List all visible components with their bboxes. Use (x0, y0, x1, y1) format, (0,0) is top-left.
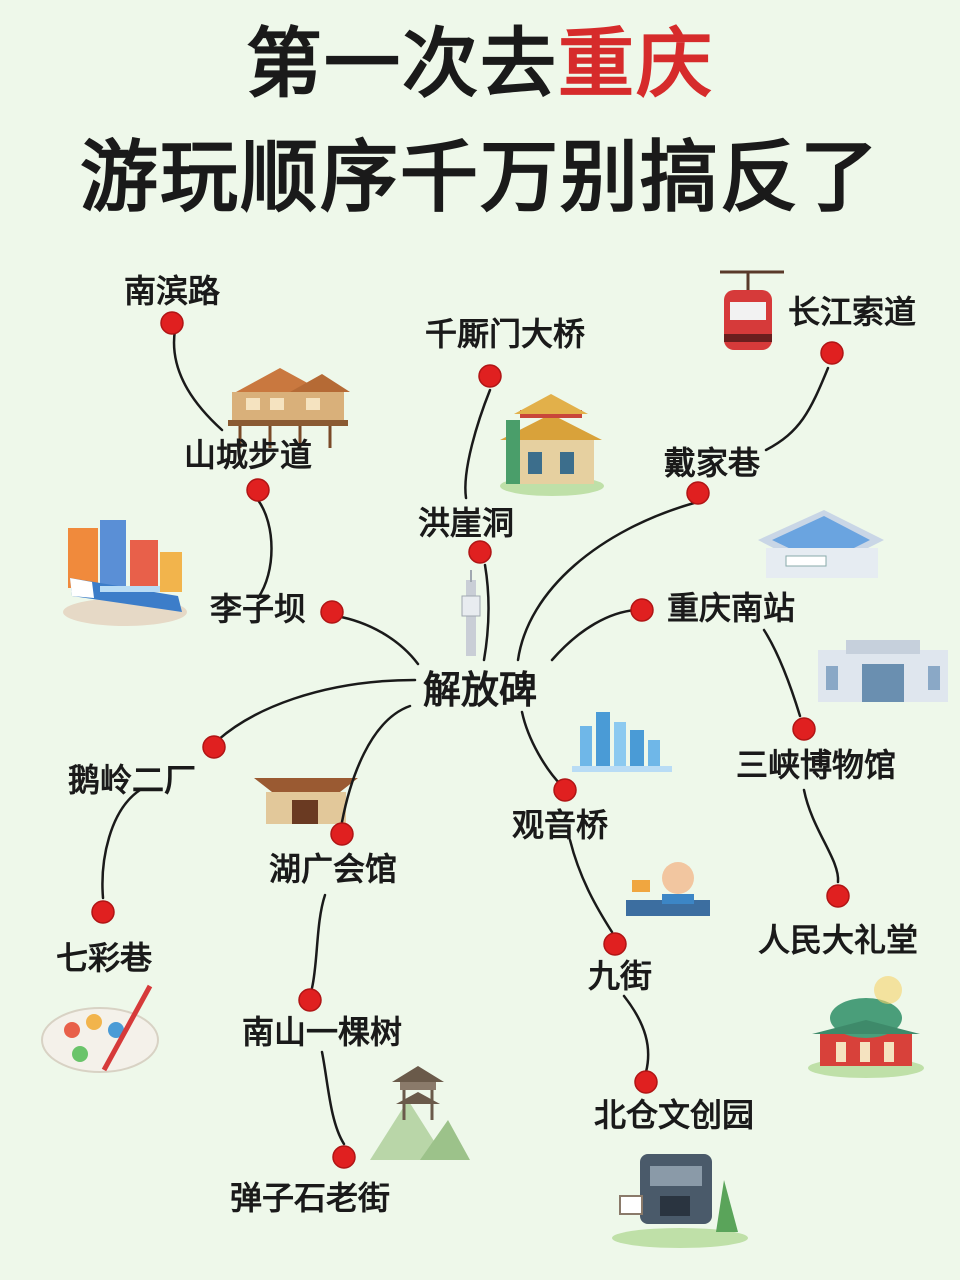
label-nanshan: 南山一棵树 (242, 1013, 402, 1051)
label-eling: 鹅岭二厂 (68, 761, 196, 799)
route-stops (91, 311, 850, 1169)
mountain-pavilion-icon (370, 1066, 470, 1160)
stop-dot-shanchengbudao (246, 478, 270, 502)
stop-dot-guanyinqiao (553, 778, 577, 802)
paint-palette-icon (41, 984, 159, 1073)
label-guanyinqiao: 观音桥 (512, 806, 608, 844)
title-highlight: 重庆 (558, 19, 714, 108)
cable-car-icon (720, 270, 784, 350)
stop-dot-nanbinlu (160, 311, 184, 335)
stop-dot-nanshan (298, 988, 322, 1012)
coffee-machine-icon (612, 1154, 748, 1248)
hongyadong-palace-icon (500, 394, 604, 496)
monorail-train-icon (63, 520, 187, 626)
title-prefix: 第一次去 (246, 19, 558, 108)
stilt-house-icon (228, 368, 350, 448)
train-station-icon (758, 510, 884, 578)
page-title-line1: 第一次去重庆 (0, 18, 960, 110)
stop-dot-changjiangsuodao (820, 341, 844, 365)
label-daijiaxiang: 戴家巷 (664, 444, 761, 482)
stop-dot-jiujie (603, 932, 627, 956)
label-changjiangsuodao: 长江索道 (788, 293, 916, 331)
chinese-gate-icon (254, 778, 358, 824)
route-labels: 解放碑 南滨路 山城步道 李子坝 千厮门大桥 洪崖洞 长江索道 戴家巷 重庆南站… (56, 272, 918, 1217)
stop-dot-chongqingnanzhan (630, 598, 654, 622)
label-renmindalitang: 人民大礼堂 (758, 921, 918, 959)
label-qiansimen: 千厮门大桥 (425, 315, 585, 353)
label-hongyadong: 洪崖洞 (418, 504, 514, 542)
stop-dot-hongyadong (468, 540, 492, 564)
stop-dot-beicang (634, 1070, 658, 1094)
label-danzishi: 弹子石老街 (230, 1179, 390, 1217)
stop-dot-qicaixiang (91, 900, 115, 924)
label-jiujie: 九街 (588, 957, 652, 995)
label-shanchengbudao: 山城步道 (184, 436, 312, 474)
label-sanxia: 三峡博物馆 (736, 746, 896, 784)
page-title-line2: 游玩顺序千万别搞反了 (79, 133, 880, 223)
stop-dot-renmindalitang (826, 884, 850, 908)
label-huguanghuiguan: 湖广会馆 (269, 850, 397, 888)
route-lines (101, 328, 840, 1146)
label-chongqingnanzhan: 重庆南站 (667, 589, 795, 627)
great-hall-icon (808, 976, 924, 1078)
tv-tower-icon (461, 570, 481, 656)
stop-dot-qiansimen (478, 364, 502, 388)
label-liziba: 李子坝 (210, 590, 306, 628)
hub-label: 解放碑 (423, 668, 537, 712)
stop-dot-danzishi (332, 1145, 356, 1169)
label-beicang: 北仓文创园 (594, 1096, 754, 1134)
stop-dot-huguanghuiguan (330, 822, 354, 846)
stop-dot-eling (202, 735, 226, 759)
stop-dot-sanxia (792, 717, 816, 741)
stop-dot-daijiaxiang (686, 481, 710, 505)
label-nanbinlu: 南滨路 (124, 272, 221, 310)
stop-dot-liziba (320, 600, 344, 624)
label-qicaixiang: 七彩巷 (56, 939, 153, 977)
museum-building-icon (818, 640, 948, 702)
street-food-vendor-icon (626, 862, 710, 916)
city-skyline-icon (572, 712, 672, 772)
